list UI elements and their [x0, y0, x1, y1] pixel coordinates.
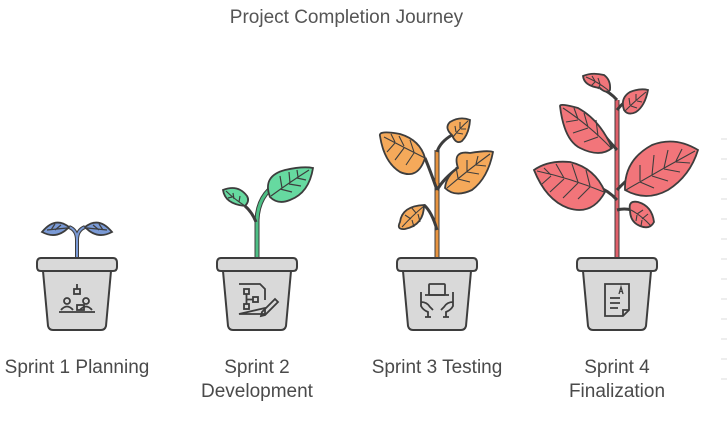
team-meeting-icon [59, 284, 95, 313]
stage-2-plant [222, 166, 315, 258]
stage-2-label: Sprint 2 Development [201, 357, 313, 402]
stage-3-label: Sprint 3 Testing [371, 357, 503, 378]
stage-2-pot [216, 257, 298, 331]
stage-4-pot [576, 257, 658, 331]
diagram-title: Project Completion Journey [229, 7, 464, 28]
document-icon [604, 283, 630, 317]
stage-3-pot [396, 257, 478, 331]
page-edge-divider [721, 120, 727, 380]
stage-1-label: Sprint 1 Planning [4, 357, 150, 378]
stage-4-plant [532, 72, 700, 258]
hands-laptop-icon [420, 283, 454, 318]
stage-1-plant [40, 221, 114, 258]
stage-4-label: Sprint 4 Finalization [568, 357, 666, 402]
flowchart-edit-icon [238, 283, 280, 318]
stage-3-plant [378, 117, 495, 258]
